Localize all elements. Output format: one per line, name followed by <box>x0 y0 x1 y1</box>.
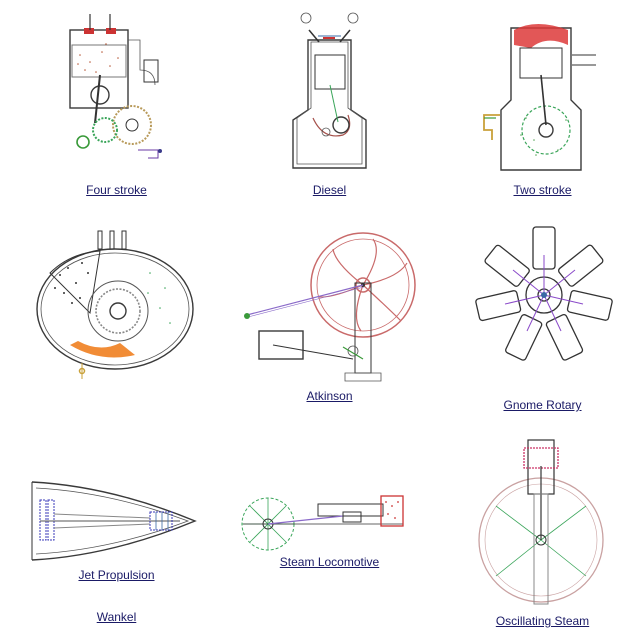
diesel-diagram[interactable] <box>223 0 436 213</box>
atkinson-diagram[interactable] <box>223 213 436 426</box>
engine-label-wankel[interactable]: Wankel <box>96 610 137 624</box>
engine-two-stroke[interactable]: Two stroke <box>436 0 640 213</box>
wankel-diagram[interactable] <box>10 213 223 426</box>
engine-label-atkinson[interactable]: Atkinson <box>306 389 353 403</box>
engine-wankel[interactable]: Wankel <box>10 213 223 624</box>
gnome-rotary-diagram[interactable] <box>436 213 640 426</box>
four-stroke-diagram[interactable] <box>10 0 223 213</box>
engine-jet-propulsion[interactable]: Jet Propulsion <box>10 426 223 639</box>
oscillating-steam-diagram[interactable] <box>436 426 640 639</box>
engine-label-steam-locomotive[interactable]: Steam Locomotive <box>279 555 380 569</box>
engine-label-two-stroke[interactable]: Two stroke <box>513 183 572 197</box>
engine-label-diesel[interactable]: Diesel <box>312 183 347 197</box>
engine-label-jet-propulsion[interactable]: Jet Propulsion <box>78 568 155 582</box>
engine-label-gnome-rotary[interactable]: Gnome Rotary <box>503 398 582 412</box>
engine-label-four-stroke[interactable]: Four stroke <box>86 183 147 197</box>
engine-oscillating-steam[interactable]: Oscillating Steam <box>436 426 640 639</box>
engine-atkinson[interactable]: Atkinson <box>223 213 436 426</box>
engine-four-stroke[interactable]: Four stroke <box>10 0 223 213</box>
engine-steam-locomotive[interactable]: Steam Locomotive <box>223 426 436 639</box>
engine-diesel[interactable]: Diesel <box>223 0 436 213</box>
engine-label-oscillating-steam[interactable]: Oscillating Steam <box>495 614 590 628</box>
jet-propulsion-diagram[interactable] <box>10 426 223 639</box>
two-stroke-diagram[interactable] <box>436 0 640 213</box>
steam-locomotive-diagram[interactable] <box>223 426 436 639</box>
engine-gnome-rotary[interactable]: Gnome Rotary <box>436 213 640 426</box>
